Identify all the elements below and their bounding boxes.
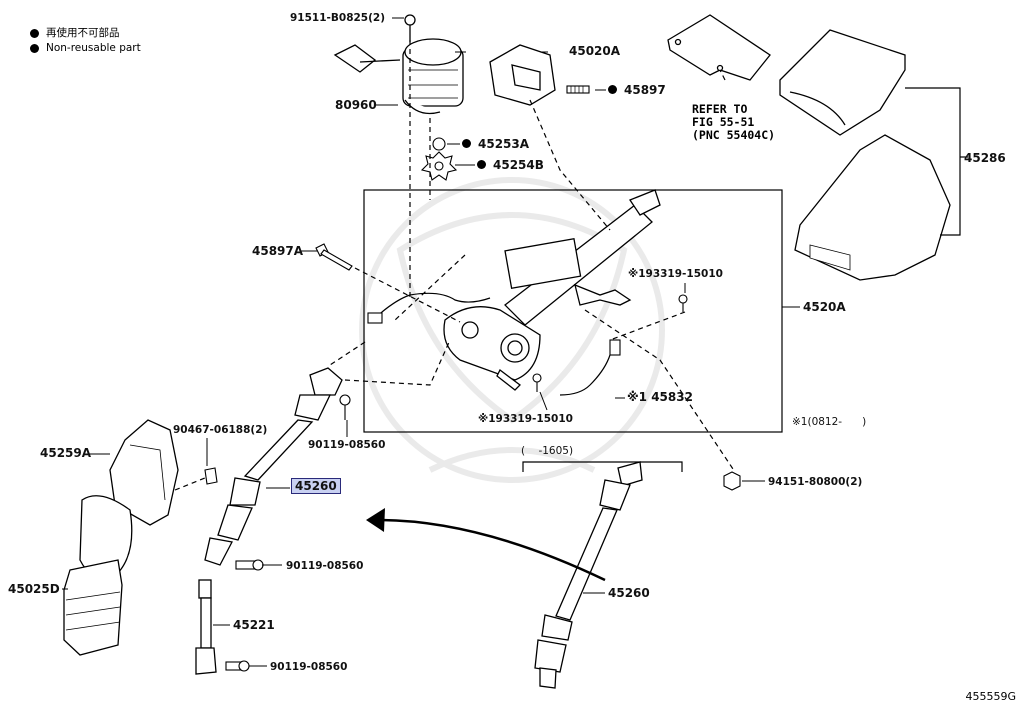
- part-label-45025D[interactable]: 45025D: [8, 582, 60, 596]
- non-reusable-dot-icon: [30, 29, 39, 38]
- shaft-45221: [195, 579, 217, 675]
- part-label-45897[interactable]: 45897: [608, 83, 666, 97]
- part-label-45020A[interactable]: 45020A: [569, 44, 621, 58]
- figure-id: 455559G: [965, 690, 1016, 703]
- wire-harness: [374, 292, 491, 319]
- cover-45259A: [109, 419, 179, 526]
- bolt-45897A: [315, 243, 353, 271]
- part-label-45254B[interactable]: 45254B: [477, 158, 544, 172]
- part-label-45897A[interactable]: 45897A: [252, 244, 304, 258]
- part-label-94151[interactable]: 94151-80800(2): [768, 476, 863, 488]
- part-label-45832[interactable]: ※1 45832: [627, 390, 693, 404]
- legend: 再使用不可部品 Non-reusable part: [30, 26, 141, 56]
- bolt-90119-b: [235, 559, 264, 571]
- legend-en: Non-reusable part: [46, 42, 141, 54]
- gear-45253A: [432, 137, 446, 151]
- dashed-lines: [174, 40, 736, 491]
- ecu-45020A: [489, 44, 556, 106]
- screw-193319-top: [678, 294, 688, 312]
- assembly-box-4520A: [363, 189, 783, 433]
- bolt-90119-a: [339, 394, 351, 420]
- refer-line-2: FIG 55-51: [692, 115, 755, 129]
- legend-ja: 再使用不可部品: [46, 27, 120, 39]
- bolt-45897: [566, 85, 590, 94]
- date-bracket: [522, 461, 683, 472]
- gear-45254B: [420, 151, 458, 181]
- cover-refer-55404C: [667, 14, 771, 81]
- date-range-note-2: ( -1605): [521, 445, 574, 457]
- date-range-note-1: ※1(0812- ): [792, 416, 867, 428]
- column-cover-45286: [779, 29, 951, 281]
- leader-lines: [62, 17, 965, 667]
- column-shaft-4520A: [443, 189, 661, 391]
- intermediate-shaft-45260: [204, 367, 343, 566]
- part-label-45260-highlighted[interactable]: 45260: [291, 478, 341, 494]
- part-label-90119-c[interactable]: 90119-08560: [270, 661, 348, 673]
- part-label-90119-a[interactable]: 90119-08560: [308, 439, 386, 451]
- refer-note: REFER TO FIG 55-51 (PNC 55404C): [692, 103, 775, 142]
- screw-193319-bottom: [532, 373, 542, 392]
- part-label-193319-top[interactable]: ※193319-15010: [628, 268, 723, 280]
- non-reusable-dot-icon: [30, 44, 39, 53]
- part-label-90467[interactable]: 90467-06188(2): [173, 424, 268, 436]
- intermediate-shaft-45260-alt: [534, 461, 643, 689]
- part-label-45260[interactable]: 45260: [608, 586, 650, 600]
- part-label-45286[interactable]: 45286: [964, 151, 1006, 165]
- refer-line-3: (PNC 55404C): [692, 128, 776, 142]
- refer-line-1: REFER TO: [692, 102, 748, 116]
- part-label-45253A[interactable]: 45253A: [462, 137, 529, 151]
- non-reusable-dot-icon: [477, 160, 486, 169]
- bolt-90119-c: [225, 660, 250, 672]
- part-label-45221[interactable]: 45221: [233, 618, 275, 632]
- sensor-45832: [559, 339, 619, 396]
- part-label-90119-b[interactable]: 90119-08560: [286, 560, 364, 572]
- boot-45025D: [63, 495, 133, 656]
- nut-94151: [723, 471, 741, 491]
- part-label-4520A[interactable]: 4520A: [803, 300, 846, 314]
- cover-bracket: [905, 87, 961, 236]
- part-label-193319-bottom[interactable]: ※193319-15010: [478, 413, 573, 425]
- part-label-80960[interactable]: 80960: [335, 98, 377, 112]
- direction-arrow: [377, 518, 606, 582]
- part-label-45259A[interactable]: 45259A: [40, 446, 92, 460]
- motor-80960: [333, 14, 464, 115]
- non-reusable-dot-icon: [462, 139, 471, 148]
- non-reusable-dot-icon: [608, 85, 617, 94]
- part-label-91511[interactable]: 91511-B0825(2): [290, 12, 386, 24]
- clip-90467: [204, 467, 218, 485]
